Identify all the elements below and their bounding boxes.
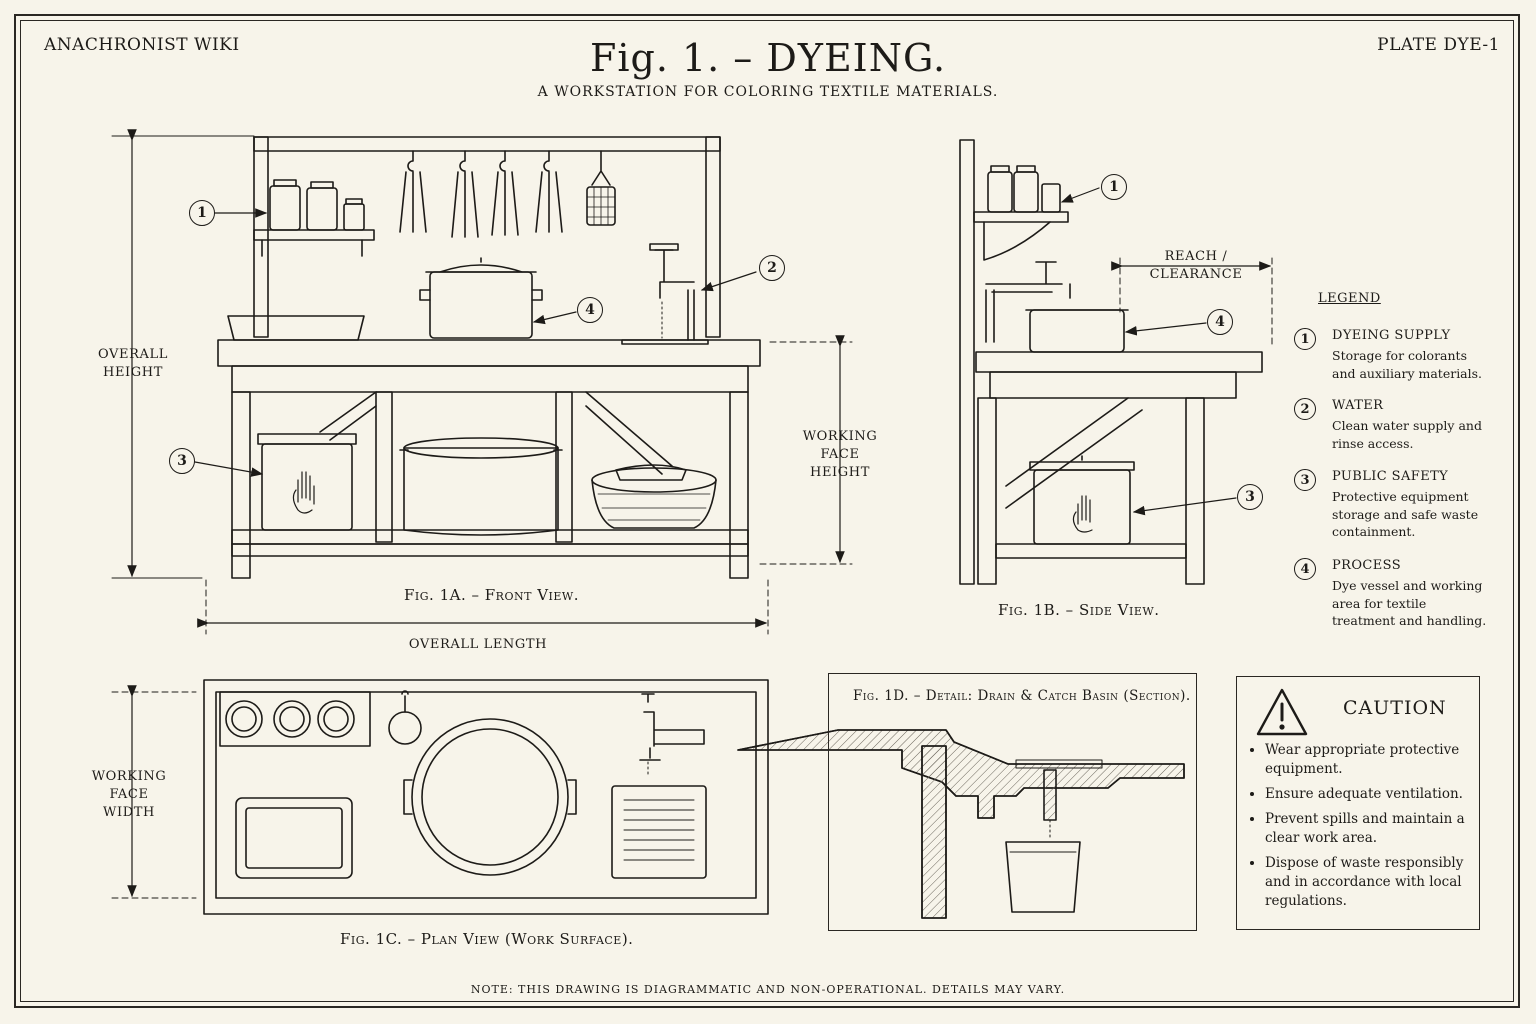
side-callout-4: 4 [1207,309,1233,335]
wiki-name: ANACHRONIST WIKI [44,35,240,55]
front-view-caption: Fig. 1A. – Front View. [404,586,579,604]
warning-triangle-icon [1256,688,1308,736]
detail-caption: Fig. 1D. – Detail: Drain & Catch Basin (… [853,688,1191,704]
front-callout-1: 1 [189,200,215,226]
legend-heading: PROCESS [1332,558,1402,573]
legend-heading: WATER [1332,398,1384,413]
page-title: Fig. 1. – DYEING. [589,36,947,80]
caution-item: Dispose of waste responsibly and in acco… [1265,854,1465,911]
front-callout-4: 4 [577,297,603,323]
legend-description: Protective equipment storage and safe wa… [1332,489,1479,539]
footer-note: NOTE: THIS DRAWING IS DIAGRAMMATIC AND N… [470,983,1066,996]
detail-drawing [737,729,1185,919]
plate-id: PLATE DYE-1 [1377,35,1500,55]
caution-item: Prevent spills and maintain a clear work… [1265,810,1465,848]
plan-view-drawing [111,679,769,915]
legend-number: 1 [1294,328,1316,350]
front-callout-3: 3 [169,448,195,474]
caution-title: CAUTION [1343,697,1447,719]
page-subtitle: A WORKSTATION FOR COLORING TEXTILE MATER… [537,84,999,100]
legend-description: Clean water supply and rinse access. [1332,418,1482,451]
overall-height-label: OVERALL HEIGHT [98,347,168,380]
legend-heading: DYEING SUPPLY [1332,328,1451,343]
plate-border [14,14,1520,1008]
side-view-caption: Fig. 1B. – Side View. [998,601,1160,619]
reach-clearance-label: REACH / CLEARANCE [1149,249,1243,282]
front-callout-2: 2 [759,255,785,281]
caution-item: Wear appropriate protective equipment. [1265,741,1465,779]
legend-number: 4 [1294,558,1316,580]
legend-heading: PUBLIC SAFETY [1332,469,1449,484]
hanging-skeins [399,150,616,238]
side-callout-3: 3 [1237,484,1263,510]
caution-item: Ensure adequate ventilation. [1265,785,1465,804]
legend-description: Storage for colorants and auxiliary mate… [1332,348,1483,381]
side-view-drawing [959,139,1273,585]
legend-number: 2 [1294,398,1316,420]
caution-list: Wear appropriate protective equipment. E… [1249,741,1465,917]
front-view-drawing [111,129,853,635]
working-face-width-label: WORKING FACE WIDTH [91,769,167,820]
side-callout-1: 1 [1101,174,1127,200]
overall-length-label: OVERALL LENGTH [408,637,548,652]
legend-title: LEGEND [1318,291,1381,306]
detail-panel: Fig. 1D. – Detail: Drain & Catch Basin (… [828,673,1197,931]
legend-description: Dye vessel and working area for textile … [1332,578,1487,628]
legend-number: 3 [1294,469,1316,491]
caution-panel: CAUTION Wear appropriate protective equi… [1236,676,1480,930]
plan-view-caption: Fig. 1C. – Plan View (Work Surface). [340,930,634,948]
working-face-height-label: WORKING FACE HEIGHT [802,429,878,480]
